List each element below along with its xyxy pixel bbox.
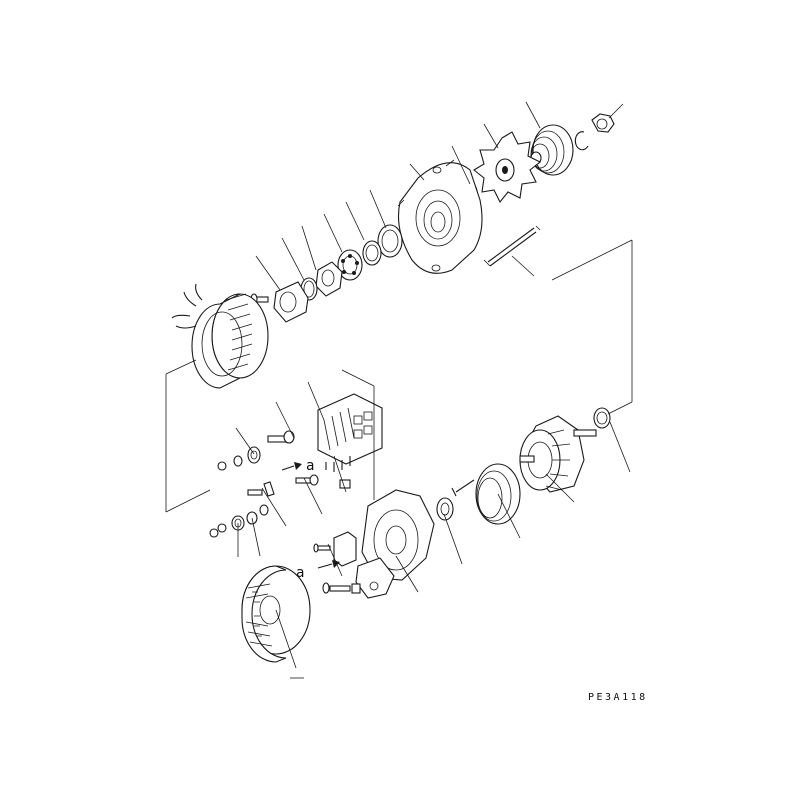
drawing-reference-code: PE3A118 — [588, 692, 648, 703]
part-insulator — [217, 446, 261, 471]
part-fan — [473, 131, 542, 204]
part-rectifier — [317, 393, 383, 472]
part-washers-lower — [209, 504, 269, 538]
part-seal-ring — [377, 224, 403, 258]
part-nut — [591, 113, 615, 133]
part-pulley — [530, 124, 574, 176]
part-bearing-retainer — [315, 261, 343, 297]
part-stator-ring — [451, 463, 521, 525]
part-through-bolt — [483, 225, 541, 267]
part-front-housing — [397, 159, 483, 274]
part-rear-bearing — [593, 407, 611, 429]
part-mount-bolt — [322, 582, 361, 594]
callout-a-upper: a — [306, 458, 314, 474]
part-bearing — [337, 249, 363, 281]
part-rear-housing — [355, 489, 435, 599]
part-snap-ring — [574, 131, 589, 151]
callout-a-lower: a — [296, 565, 304, 581]
part-bolt-a — [247, 474, 351, 497]
part-terminal-bolt — [267, 430, 295, 444]
part-rotor — [519, 415, 597, 493]
part-regulator — [313, 531, 357, 567]
part-stator — [171, 283, 269, 389]
leader-lines — [165, 101, 633, 679]
part-cover-plate — [273, 281, 309, 323]
part-slip-ring-bearing — [436, 497, 454, 521]
part-washer — [362, 240, 382, 266]
